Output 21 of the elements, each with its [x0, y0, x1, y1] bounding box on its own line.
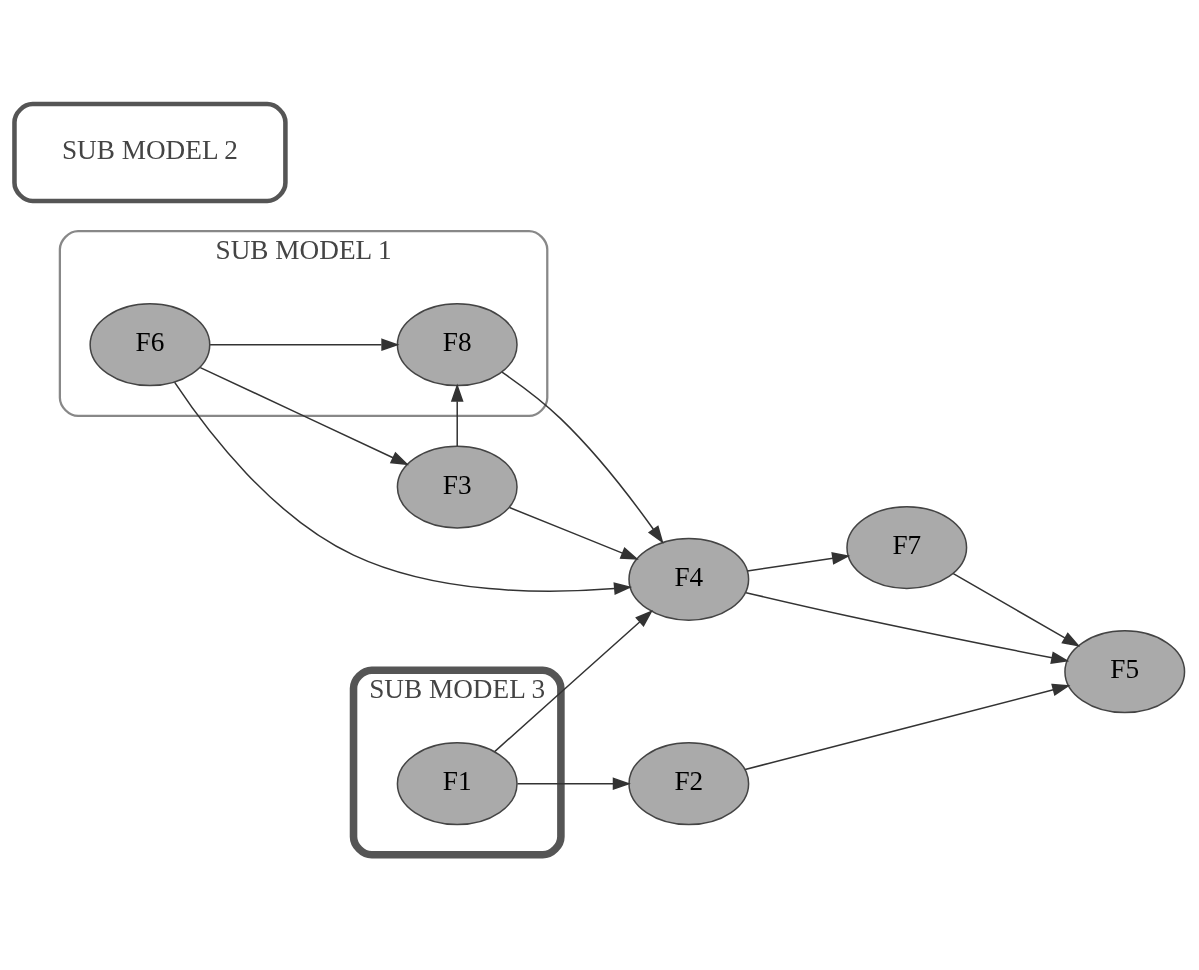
node-ellipse: F3 [396, 444, 518, 529]
node-ellipse: F2 [628, 741, 750, 825]
node-box: SUB MODEL 2 [12, 101, 288, 203]
arrow [450, 383, 464, 447]
arrow [494, 609, 653, 752]
node-ellipse: F6 [89, 302, 211, 386]
node-ellipse: F4 [628, 537, 750, 621]
node-ellipse: F7 [846, 505, 968, 589]
arrow [745, 591, 1070, 664]
node-ellipse: F1 [396, 741, 518, 825]
arrow [199, 366, 410, 465]
arrow [501, 370, 664, 544]
arrow [952, 572, 1081, 647]
arrow [209, 337, 400, 351]
arrow [746, 551, 851, 572]
arrow [744, 683, 1071, 770]
node-ellipse: F5 [1064, 629, 1186, 713]
arrow [173, 381, 633, 595]
arrow [516, 776, 631, 790]
node-ellipse: F8 [396, 302, 518, 386]
arrow [508, 506, 639, 560]
